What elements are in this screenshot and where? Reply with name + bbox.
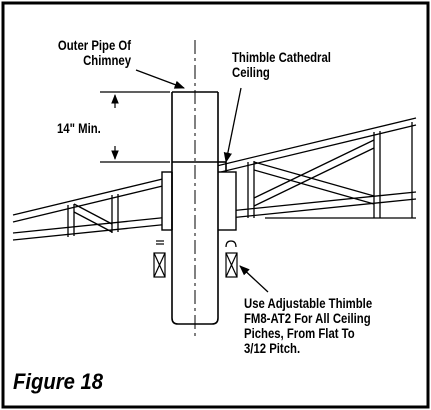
- left-hanger: [153, 240, 166, 278]
- note-line4: 3/12 Pitch.: [244, 341, 301, 356]
- min-height-dimension: [100, 91, 170, 163]
- thimble-label-line1: Thimble Cathedral: [232, 50, 331, 65]
- figure-caption: Figure 18: [13, 369, 103, 394]
- note-line1: Use Adjustable Thimble: [244, 296, 373, 311]
- outer-pipe-label: Outer Pipe Of Chimney: [58, 38, 131, 68]
- min-height-label: 14" Min.: [57, 121, 101, 136]
- chimney-pipe: [171, 91, 227, 325]
- thimble-label-line2: Ceiling: [232, 65, 270, 80]
- leader-arrows: [135, 69, 269, 293]
- outer-pipe-label-line1: Outer Pipe Of: [57, 38, 131, 53]
- ceiling-truss: [12, 117, 417, 241]
- note-line3: Piches, From Flat To: [244, 326, 355, 341]
- adjustable-thimble-note: Use Adjustable Thimble FM8-AT2 For All C…: [244, 296, 372, 356]
- note-line2: FM8-AT2 For All Ceiling: [244, 311, 371, 326]
- thimble-label: Thimble Cathedral Ceiling: [232, 50, 331, 80]
- outer-pipe-label-line2: Chimney: [83, 53, 131, 68]
- right-hanger: [225, 240, 238, 278]
